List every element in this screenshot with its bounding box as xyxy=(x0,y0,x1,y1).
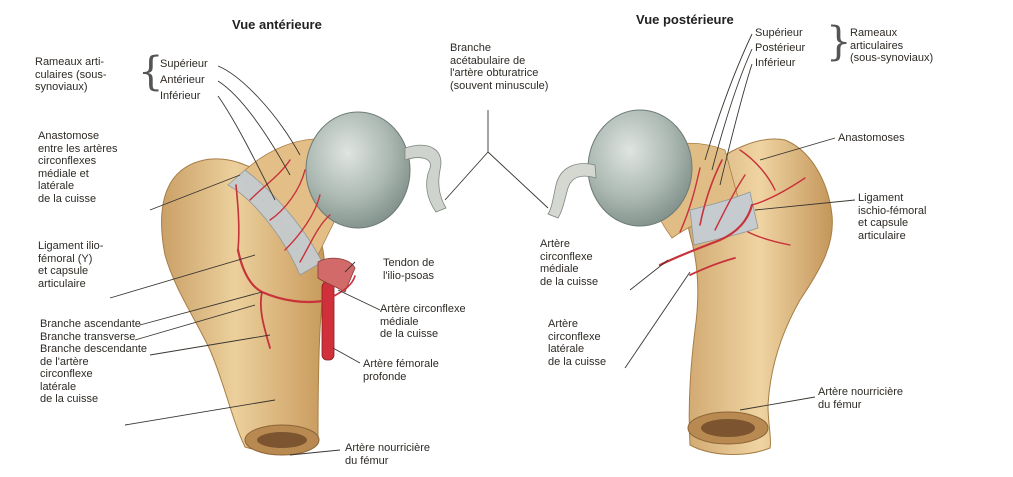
label-branches-circonflexe-laterale: Branche ascendante Branche transverse Br… xyxy=(40,318,147,406)
label-tendon-ilio-psoas: Tendon de l'ilio-psoas xyxy=(383,257,434,282)
label-ligament-ischio-femoral: Ligament ischio-fémoral et capsule artic… xyxy=(858,192,926,242)
title-posterior-view: Vue postérieure xyxy=(636,12,734,27)
label-inferieur-posterior: Inférieur xyxy=(755,57,795,70)
label-anastomose: Anastomose entre les artères circonflexe… xyxy=(38,130,117,205)
label-superieur-posterior: Supérieur xyxy=(755,27,803,40)
anterior-femoral-artery xyxy=(322,282,334,360)
label-rameaux-articulaires-posterior: Rameaux articulaires (sous-synoviaux) xyxy=(850,27,933,65)
label-ligament-ilio-femoral: Ligament ilio- fémoral (Y) et capsule ar… xyxy=(38,240,103,290)
brace-posterior: } xyxy=(826,22,851,62)
label-artere-nourriciere-anterior: Artère nourricière du fémur xyxy=(345,442,430,467)
label-rameaux-articulaires-anterior: Rameaux arti- culaires (sous- synoviaux) xyxy=(35,56,107,94)
label-artere-nourriciere-posterior: Artère nourricière du fémur xyxy=(818,386,903,411)
label-branche-acetabulaire: Branche acétabulaire de l'artère obturat… xyxy=(450,42,548,92)
label-artere-femorale-profonde: Artère fémorale profonde xyxy=(363,358,439,383)
label-anterieur: Antérieur xyxy=(160,74,205,87)
label-inferieur-anterior: Inférieur xyxy=(160,90,200,103)
title-anterior-view: Vue antérieure xyxy=(232,17,322,32)
anterior-femoral-head xyxy=(306,112,410,228)
anterior-femur xyxy=(162,112,446,455)
posterior-ligament-stub xyxy=(548,164,596,218)
label-artere-circonflexe-mediale-anterior: Artère circonflexe médiale de la cuisse xyxy=(380,303,466,341)
label-anastomoses: Anastomoses xyxy=(838,132,905,145)
label-artere-circonflexe-laterale-posterior: Artère circonflexe latérale de la cuisse xyxy=(548,318,606,368)
label-superieur-anterior: Supérieur xyxy=(160,58,208,71)
label-posterieur: Postérieur xyxy=(755,42,805,55)
label-artere-circonflexe-mediale-posterior: Artère circonflexe médiale de la cuisse xyxy=(540,238,598,288)
posterior-femoral-head xyxy=(588,110,692,226)
anterior-ligament-stub xyxy=(405,145,446,212)
